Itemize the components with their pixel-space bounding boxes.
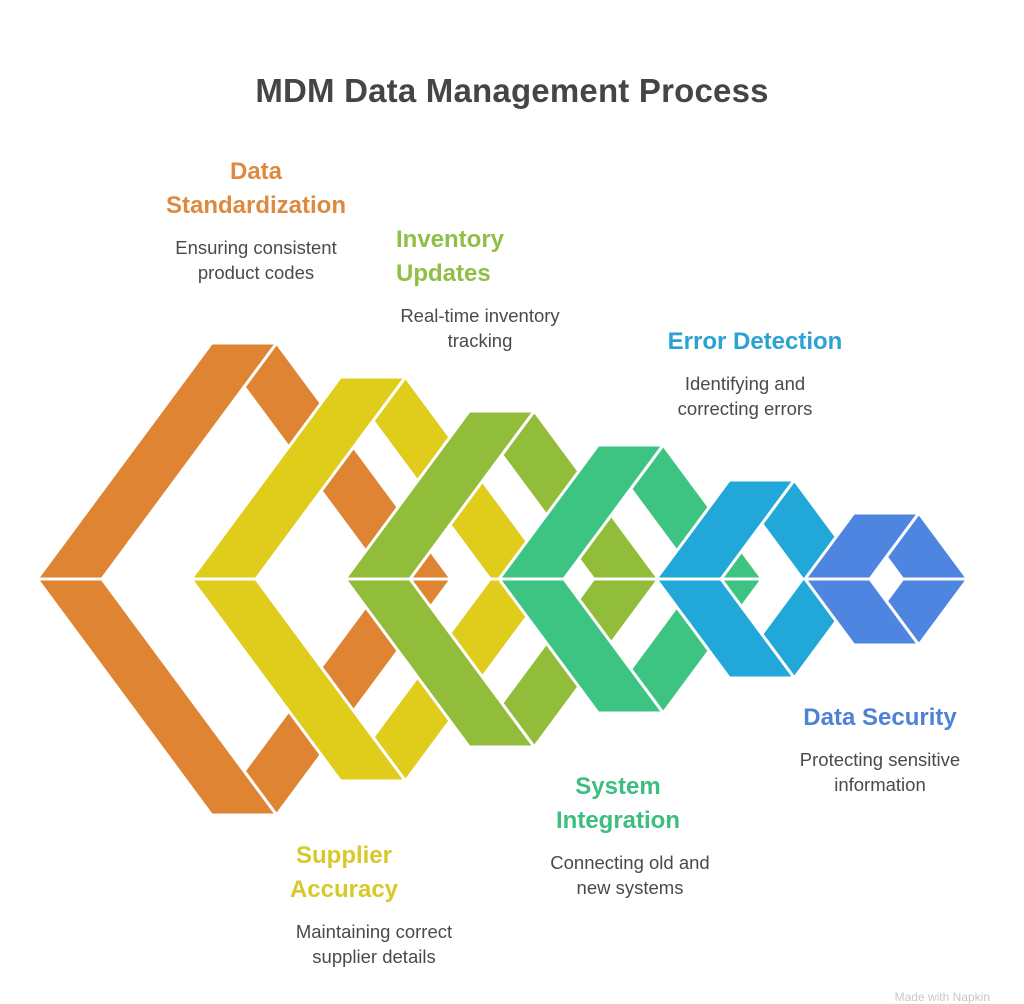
stage-title: Inventory Updates <box>396 226 505 287</box>
watermark: Made with Napkin <box>894 990 990 1004</box>
stage-description: Protecting sensitive information <box>799 749 961 795</box>
stage-title: Supplier Accuracy <box>289 842 399 903</box>
stage-title: Data Security <box>803 704 957 731</box>
stage-description: Connecting old and new systems <box>550 852 710 898</box>
ring-segment-lower-left <box>342 577 538 749</box>
stage-label-data-standardization: Data Standardization Ensuring consistent… <box>126 155 386 285</box>
ring-segment-lower-left <box>653 577 798 680</box>
stage-description: Real-time inventory tracking <box>400 305 560 351</box>
stage-title: Data Standardization <box>165 158 346 219</box>
ring-segment-lower-left <box>802 577 922 647</box>
diagram-title: MDM Data Management Process <box>255 72 769 109</box>
ring-segment-lower-left <box>34 577 280 817</box>
stage-label-data-security: Data Security Protecting sensitive infor… <box>755 701 1005 797</box>
stage-label-system-integration: System Integration Connecting old and ne… <box>500 770 760 900</box>
stage-description: Ensuring consistent product codes <box>175 237 337 283</box>
stage-title: System Integration <box>556 773 680 834</box>
stage-label-supplier-accuracy: Supplier Accuracy Maintaining correct su… <box>244 839 504 969</box>
ring-data-security <box>802 510 971 648</box>
stage-label-inventory-updates: Inventory Updates Real-time inventory tr… <box>352 223 562 353</box>
ring-segment-lower-left <box>496 577 667 715</box>
stage-description: Identifying and correcting errors <box>677 373 813 419</box>
stage-label-error-detection: Error Detection Identifying and correcti… <box>630 325 880 421</box>
ring-segment-lower-left <box>188 577 409 783</box>
stage-description: Maintaining correct supplier details <box>295 921 453 967</box>
stage-title: Error Detection <box>667 328 843 355</box>
